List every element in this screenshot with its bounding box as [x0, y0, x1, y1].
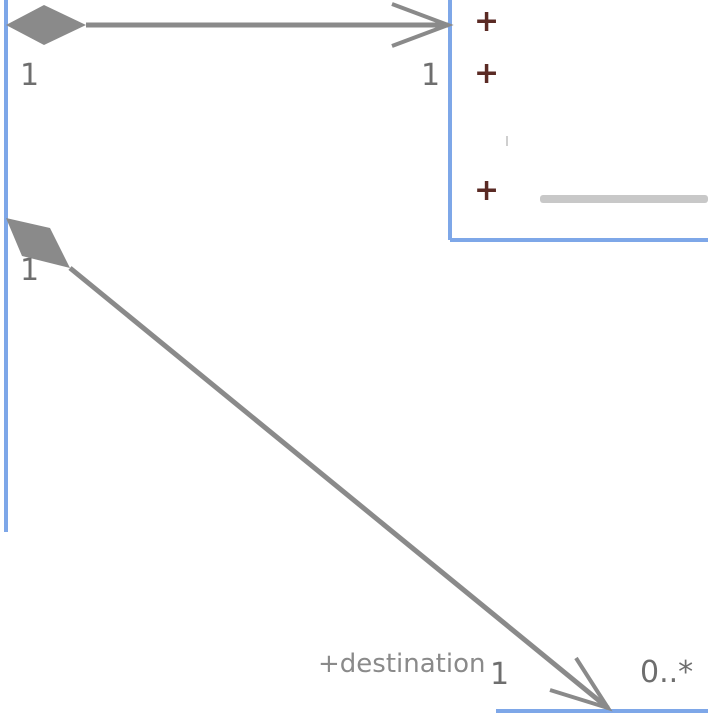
navigable-arrowhead-icon [549, 656, 613, 712]
navigable-arrowhead-icon [391, 2, 454, 48]
member-text-fragment [540, 195, 708, 203]
composition-diamond-icon [6, 218, 70, 268]
association-composition-horizontal[interactable]: 1 1 [6, 2, 454, 93]
right-class-box[interactable]: + + + [448, 0, 708, 242]
source-multiplicity: 1 [20, 58, 39, 93]
target-role-name: +destination [318, 649, 485, 679]
association-composition-diagonal[interactable]: 1 +destination 1 0..* [6, 218, 693, 712]
association-line [68, 266, 610, 710]
near-target-multiplicity: 1 [490, 657, 509, 692]
target-multiplicity: 1 [421, 58, 440, 93]
member-visibility-1: + [474, 4, 499, 39]
member-visibility-4: + [474, 173, 499, 208]
target-multiplicity: 0..* [640, 655, 693, 690]
member-visibility-2: + [474, 56, 499, 91]
source-multiplicity: 1 [20, 253, 39, 288]
composition-diamond-icon [6, 5, 86, 45]
